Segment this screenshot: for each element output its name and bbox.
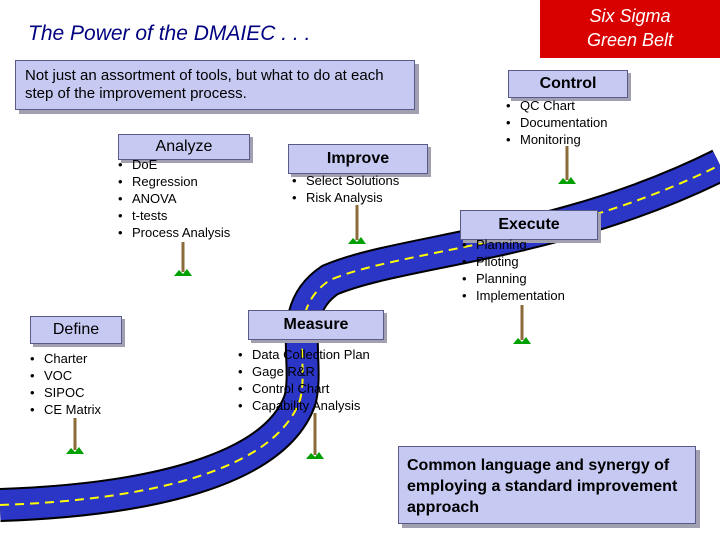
- list-item: QC Chart: [506, 97, 607, 114]
- list-item: Planning: [462, 270, 565, 287]
- list-item: Monitoring: [506, 131, 607, 148]
- list-item: Risk Analysis: [292, 189, 399, 206]
- six-sigma-badge: Six Sigma Green Belt: [540, 0, 720, 58]
- measure-tools-list: Data Collection Plan Gage R&R Control Ch…: [238, 346, 370, 414]
- intro-box: Not just an assortment of tools, but wha…: [15, 60, 415, 110]
- signpost-icon: [174, 242, 192, 276]
- page-title: The Power of the DMAIEC . . .: [28, 22, 311, 45]
- list-item: Process Analysis: [118, 224, 230, 241]
- list-item: Implementation: [462, 287, 565, 304]
- list-item: ANOVA: [118, 190, 230, 207]
- signpost-icon: [513, 305, 531, 344]
- stage-define-label: Define: [30, 316, 122, 344]
- list-item: t-tests: [118, 207, 230, 224]
- badge-line-1: Six Sigma: [589, 6, 671, 26]
- improve-tools-list: Select Solutions Risk Analysis: [292, 172, 399, 206]
- list-item: Data Collection Plan: [238, 346, 370, 363]
- stage-improve-label: Improve: [288, 144, 428, 174]
- list-item: DoE: [118, 156, 230, 173]
- execute-tools-list: Planning Piloting Planning Implementatio…: [462, 236, 565, 304]
- badge-line-2: Green Belt: [586, 30, 674, 50]
- signpost-icon: [348, 205, 366, 244]
- list-item: VOC: [30, 367, 101, 384]
- list-item: Select Solutions: [292, 172, 399, 189]
- list-item: Regression: [118, 173, 230, 190]
- stage-control-label: Control: [508, 70, 628, 98]
- list-item: Gage R&R: [238, 363, 370, 380]
- define-tools-list: Charter VOC SIPOC CE Matrix: [30, 350, 101, 418]
- list-item: Charter: [30, 350, 101, 367]
- callout-box: Common language and synergy of employing…: [398, 446, 696, 524]
- signpost-icon: [558, 146, 576, 184]
- signpost-icon: [306, 413, 324, 459]
- list-item: Capability Analysis: [238, 397, 370, 414]
- list-item: SIPOC: [30, 384, 101, 401]
- stage-execute-label: Execute: [460, 210, 598, 240]
- list-item: Documentation: [506, 114, 607, 131]
- list-item: Piloting: [462, 253, 565, 270]
- list-item: Control Chart: [238, 380, 370, 397]
- list-item: Planning: [462, 236, 565, 253]
- analyze-tools-list: DoE Regression ANOVA t-tests Process Ana…: [118, 156, 230, 241]
- stage-measure-label: Measure: [248, 310, 384, 340]
- signpost-icon: [66, 418, 84, 454]
- control-tools-list: QC Chart Documentation Monitoring: [506, 97, 607, 148]
- list-item: CE Matrix: [30, 401, 101, 418]
